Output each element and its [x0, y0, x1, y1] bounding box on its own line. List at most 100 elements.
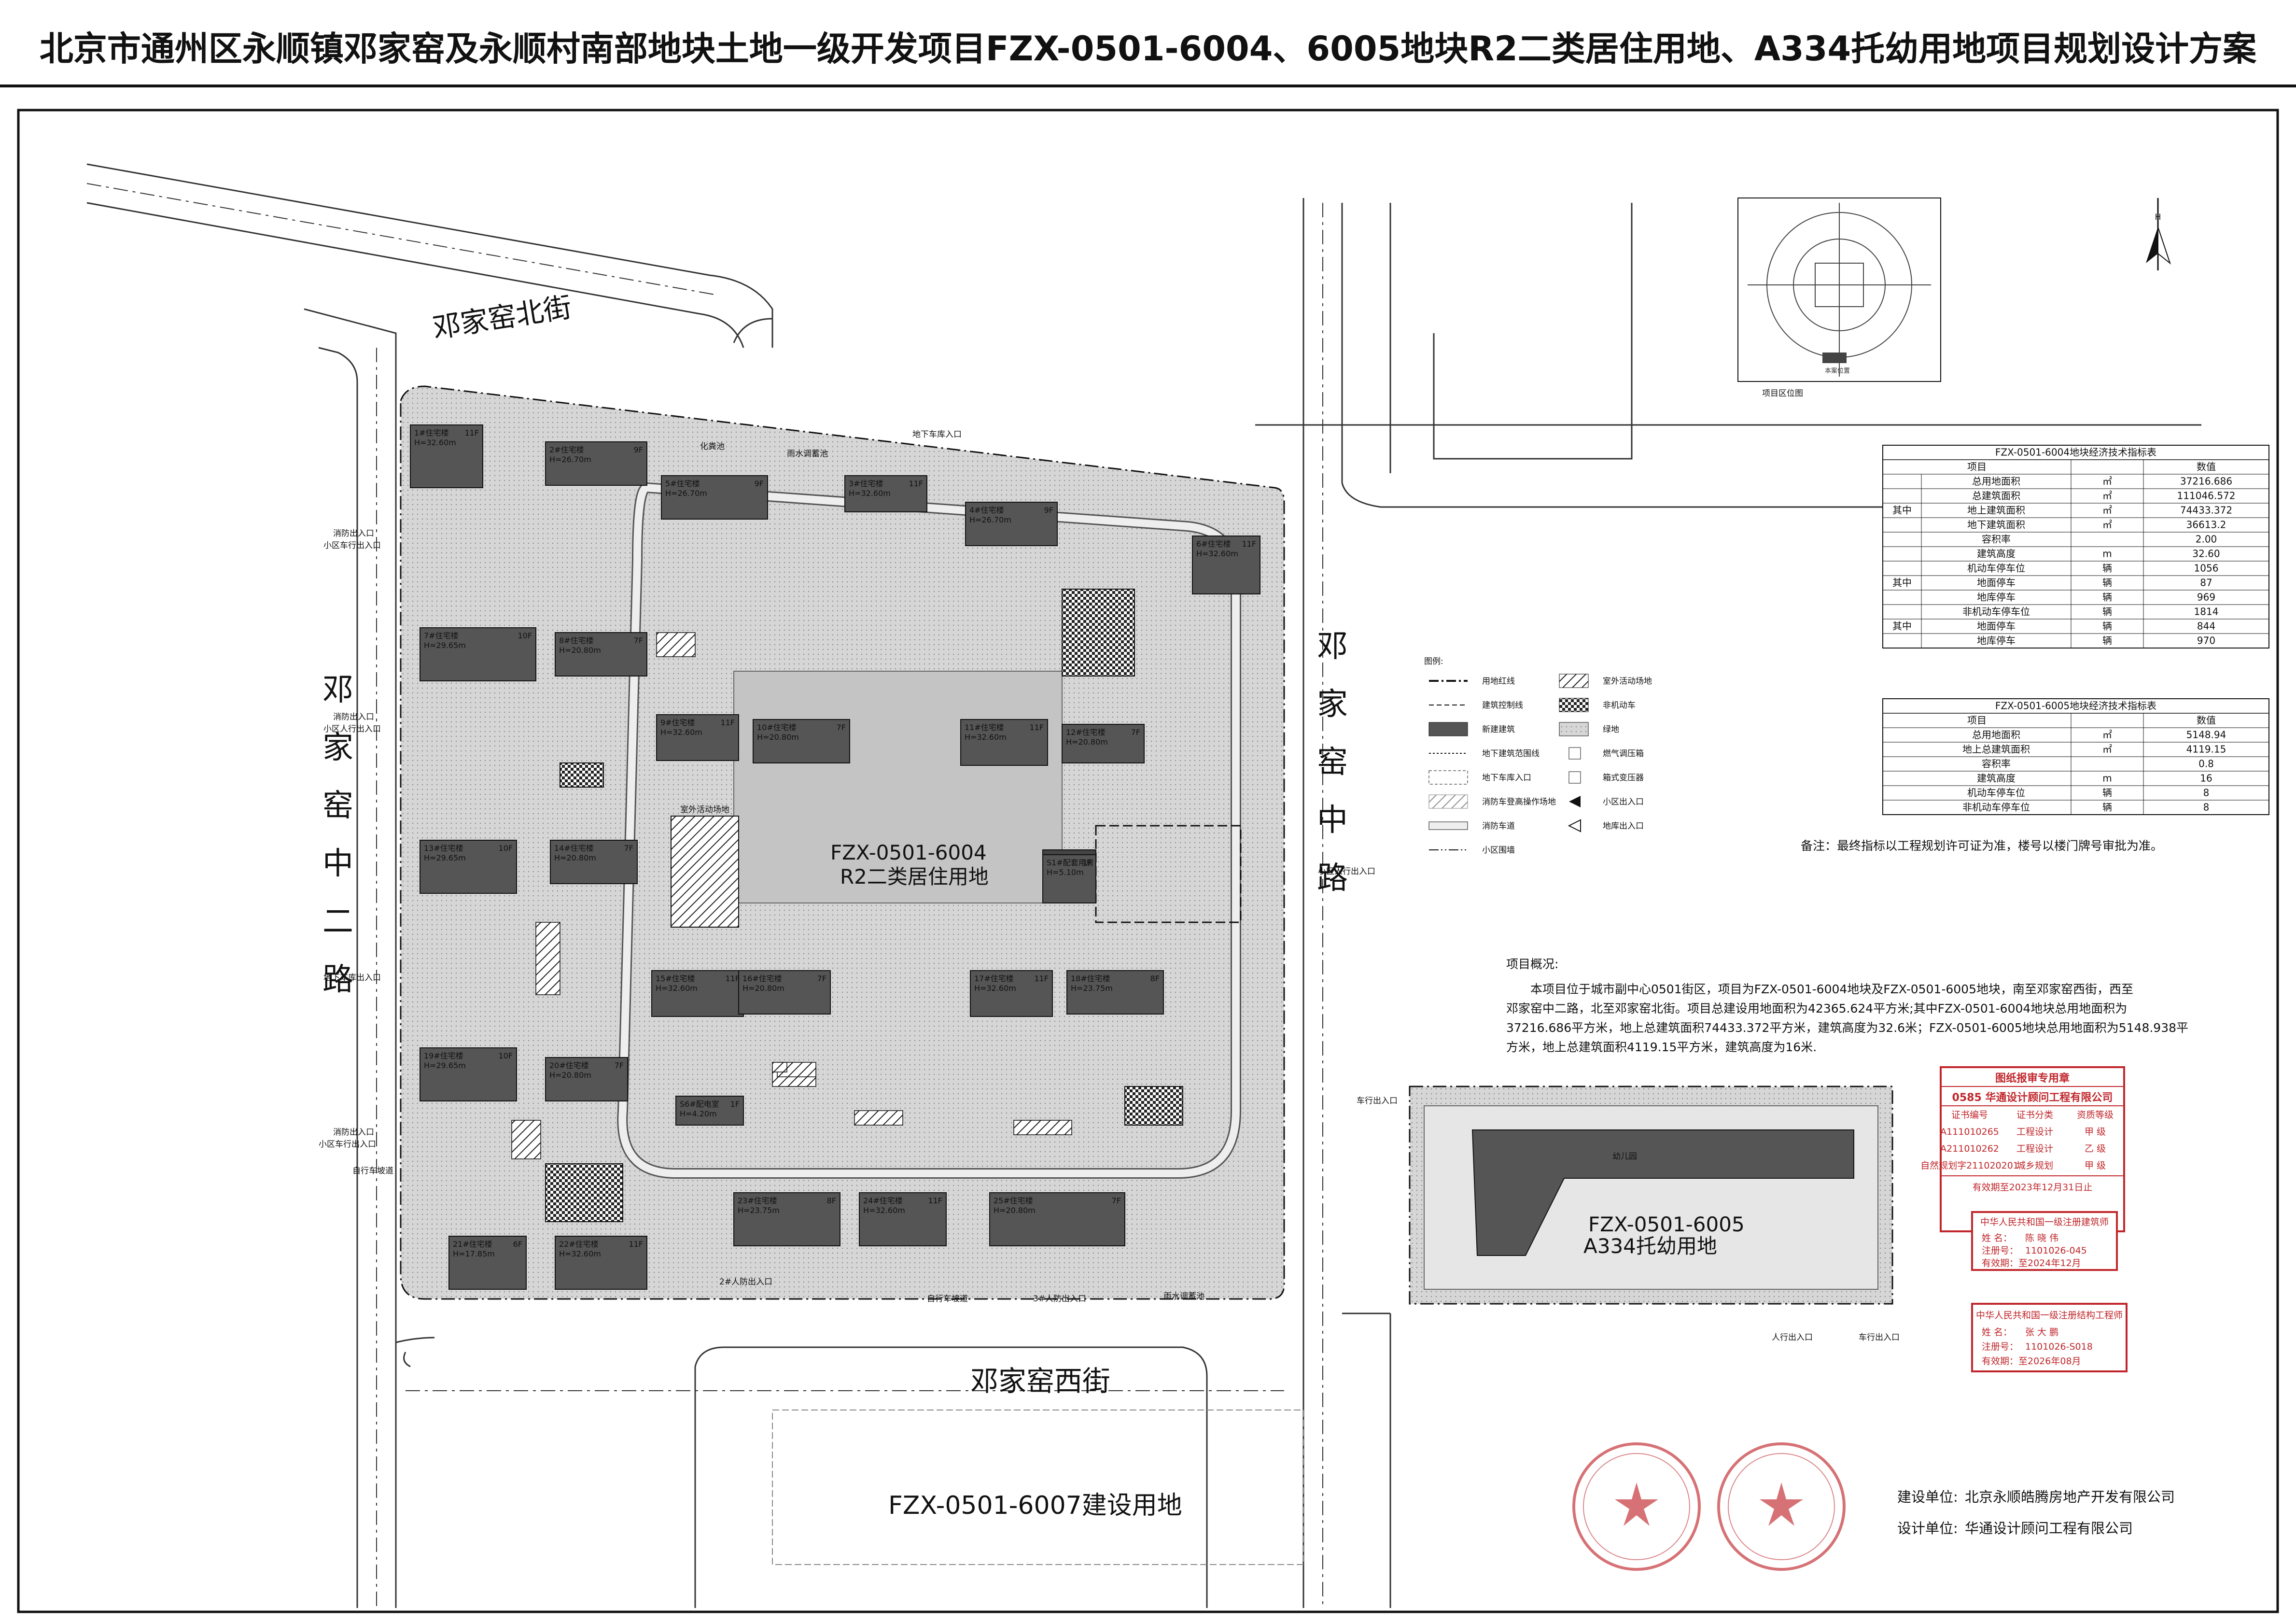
- building-height: H=17.85m: [453, 1249, 495, 1258]
- location-map-tag: 本案位置: [1825, 367, 1850, 375]
- svg-text:有效期至2023年12月31日止: 有效期至2023年12月31日止: [1973, 1182, 2093, 1193]
- table-header: 项目: [1967, 715, 1987, 726]
- svg-text:建设单位:: 建设单位:: [1897, 1489, 1958, 1505]
- kindergarten-building-label: 幼儿园: [1612, 1152, 1637, 1161]
- building-name: 4#住宅楼: [969, 506, 1004, 515]
- table-cell: 5148.94: [2186, 729, 2226, 741]
- building-height: H=26.70m: [549, 455, 591, 464]
- legend-item-label: 绿地: [1603, 725, 1619, 734]
- table-cell: 87: [2200, 577, 2212, 589]
- table-cell: m: [2102, 548, 2112, 560]
- table-cell: 总用地面积: [1972, 476, 2020, 487]
- building-name: 10#住宅楼: [757, 723, 797, 732]
- legend-item-label: 地下车库入口: [1482, 773, 1531, 783]
- svg-text:窑: 窑: [1317, 745, 1348, 780]
- svg-text:设计单位:: 设计单位:: [1897, 1520, 1958, 1537]
- table-cell: 辆: [2102, 635, 2112, 647]
- building-height: H=5.10m: [1047, 868, 1084, 877]
- building-height: H=32.60m: [660, 728, 702, 737]
- building-name: 25#住宅楼: [994, 1196, 1033, 1205]
- legend-item: 小区围墙: [1429, 846, 1515, 855]
- table-cell: 机动车停车位: [1967, 563, 2025, 574]
- building-height: H=20.80m: [559, 646, 601, 655]
- south-plot-6007: [772, 1410, 1304, 1565]
- table-cell: 16: [2200, 773, 2212, 784]
- building-floors: 9F: [634, 445, 643, 454]
- building-height: H=20.80m: [742, 984, 784, 993]
- building-floors: 11F: [1029, 723, 1044, 732]
- kindergarten-building: [1471, 1129, 1854, 1256]
- location-map-caption: 项目区位图: [1762, 389, 1803, 398]
- building-floors: 11F: [928, 1196, 942, 1205]
- table-cell: 非机动车停车位: [1962, 606, 2030, 618]
- table-cell: 机动车停车位: [1967, 787, 2025, 799]
- svg-text:华通设计顾问工程有限公司: 华通设计顾问工程有限公司: [1965, 1520, 2133, 1537]
- svg-text:陈 晓 伟: 陈 晓 伟: [2025, 1233, 2058, 1243]
- legend-item: 燃气调压箱: [1568, 747, 1644, 760]
- svg-text:3#人防出入口: 3#人防出入口: [1033, 1294, 1086, 1304]
- svg-text:图例:: 图例:: [1424, 657, 1443, 666]
- building-floors: 11F: [629, 1240, 643, 1249]
- building-name: 8#住宅楼: [559, 636, 594, 645]
- svg-text:1101026-S018: 1101026-S018: [2025, 1341, 2093, 1352]
- table-cell: 地面停车: [1977, 577, 2016, 589]
- building-height: H=23.75m: [1071, 984, 1113, 993]
- buildings-layer: 1#住宅楼H=32.60m11F2#住宅楼H=26.70m9F3#住宅楼H=32…: [410, 424, 1260, 1290]
- building-floors: 7F: [1112, 1196, 1121, 1205]
- svg-text:姓 名：: 姓 名：: [1982, 1233, 2012, 1243]
- building-floors: 10F: [498, 1051, 513, 1060]
- road-name-south: 邓家窑西街: [970, 1365, 1110, 1397]
- building-floors: 11F: [1242, 539, 1256, 549]
- svg-text:家: 家: [1317, 687, 1348, 722]
- building-height: H=29.65m: [424, 1061, 466, 1070]
- table-cell: 容积率: [1982, 534, 2011, 545]
- svg-text:工程设计: 工程设计: [2016, 1143, 2053, 1154]
- building-floors: 7F: [624, 844, 633, 853]
- building-floors: 7F: [634, 636, 643, 645]
- legend-item: 地下建筑范围线: [1429, 749, 1540, 759]
- svg-text:化粪池: 化粪池: [700, 442, 725, 451]
- svg-text:本项目位于城市副中心0501街区，项目为FZX-0501-6: 本项目位于城市副中心0501街区，项目为FZX-0501-6004地块及FZX-…: [1530, 982, 2133, 996]
- table-cell: 0.8: [2198, 758, 2214, 770]
- north-arrow-icon: H: [2146, 198, 2171, 270]
- legend: 图例: 用地红线建筑控制线新建建筑地下建筑范围线地下车库入口消防车登高操作场地消…: [1424, 657, 1652, 855]
- building-floors: 1F: [1083, 858, 1092, 867]
- table-cell: 4119.15: [2186, 744, 2226, 755]
- legend-item: 建筑控制线: [1429, 701, 1523, 710]
- road-name-east: 邓 家 窑 中 路: [1317, 629, 1348, 896]
- building-floors: 11F: [720, 718, 735, 727]
- svg-text:资质等级: 资质等级: [2077, 1110, 2114, 1120]
- table-cell: ㎡: [2102, 490, 2112, 502]
- building-name: 9#住宅楼: [660, 718, 695, 727]
- svg-text:图纸报审专用章: 图纸报审专用章: [1995, 1072, 2070, 1085]
- table-cell: 其中: [1892, 577, 1912, 589]
- table-cell: 111046.572: [2177, 490, 2236, 502]
- company-seals: [1572, 1442, 1846, 1571]
- table-cell: ㎡: [2102, 744, 2112, 755]
- building-floors: 8F: [1150, 974, 1160, 983]
- legend-item-label: 非机动车: [1603, 701, 1636, 710]
- building-name: 23#住宅楼: [738, 1196, 777, 1205]
- legend-item: 新建建筑: [1428, 722, 1515, 736]
- table-cell: 地上建筑面积: [1967, 505, 2025, 516]
- svg-text:有效期：至2024年12月: 有效期：至2024年12月: [1982, 1258, 2081, 1269]
- signoff-block: 建设单位: 北京永顺皓腾房地产开发有限公司 设计单位: 华通设计顾问工程有限公司: [1897, 1489, 2175, 1537]
- table-cell: 970: [2197, 635, 2215, 647]
- table-cell: 969: [2197, 592, 2215, 603]
- central-green: [733, 671, 1063, 903]
- table-cell: 地下建筑面积: [1967, 519, 2025, 531]
- svg-text:雨水调蓄池: 雨水调蓄池: [787, 449, 828, 459]
- table-cell: 建筑高度: [1977, 548, 2016, 560]
